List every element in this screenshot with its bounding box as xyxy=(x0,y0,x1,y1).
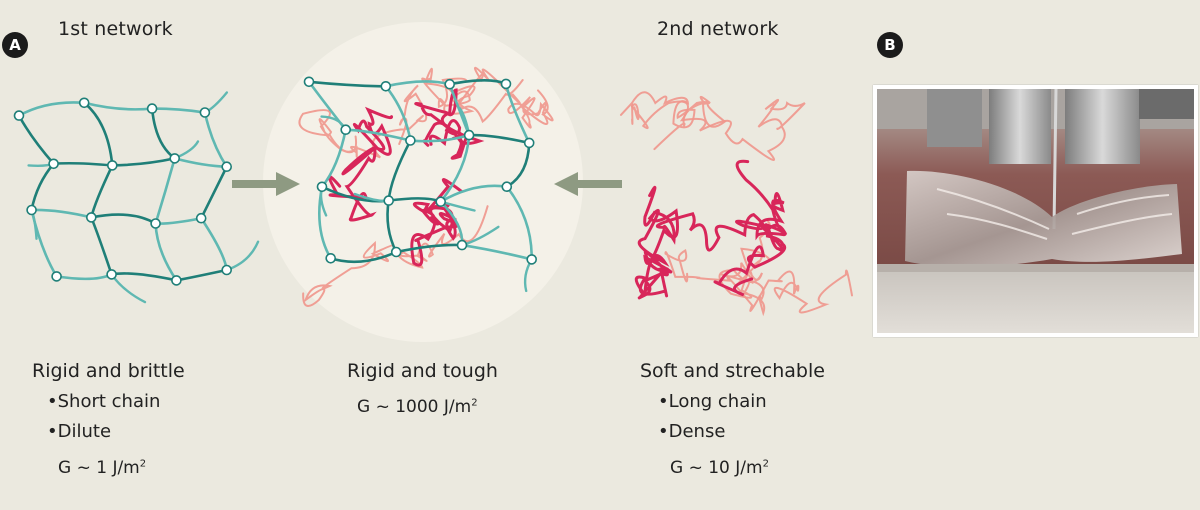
polymer-chain xyxy=(718,220,772,317)
dangling-chain xyxy=(110,273,147,304)
crosslinked-chain xyxy=(17,114,55,166)
crosslinked-chain xyxy=(110,272,178,282)
crosslink-node xyxy=(78,97,90,109)
crosslinked-chain xyxy=(154,216,203,225)
crosslinked-chain xyxy=(307,80,388,88)
polymer-chain xyxy=(456,66,554,129)
crosslinked-chain xyxy=(90,164,114,219)
crosslink-node xyxy=(500,78,512,90)
crosslinked-chain xyxy=(150,107,177,160)
crosslinked-chain xyxy=(55,273,113,281)
combined-network-circle xyxy=(263,22,583,342)
crosslink-node xyxy=(316,181,328,193)
right-toughness: G ~ 10 J/m2 xyxy=(670,458,769,478)
crosslink-node xyxy=(523,137,535,149)
crosslink-node xyxy=(221,264,232,276)
crosslinked-chain xyxy=(460,243,534,261)
crosslink-node xyxy=(107,160,118,171)
polymer-chain xyxy=(298,84,428,159)
crosslink-node xyxy=(48,158,59,170)
crosslink-node xyxy=(221,161,232,172)
center-heading: Rigid and tough xyxy=(347,360,498,382)
crosslink-node xyxy=(199,107,211,118)
crosslink-node xyxy=(383,195,395,206)
crosslink-node xyxy=(303,76,315,88)
crosslinked-chain xyxy=(154,157,177,225)
crosslinked-chain xyxy=(173,157,229,169)
polymer-chain xyxy=(619,91,727,151)
polymer-chain xyxy=(634,208,680,300)
crosslinked-chain xyxy=(439,133,471,204)
crosslinked-chain xyxy=(329,250,398,264)
crosslink-node xyxy=(463,129,475,141)
crosslink-node xyxy=(340,124,352,135)
crosslinked-chain xyxy=(30,208,93,219)
crosslinked-chain xyxy=(52,161,114,167)
polymer-chain xyxy=(630,98,806,161)
crosslinked-chain xyxy=(203,111,229,169)
hydrogel-photo-image xyxy=(877,88,1194,333)
polymer-chain xyxy=(421,67,524,124)
panel-b-badge: B xyxy=(877,32,903,58)
right-bullet-1: •Long chain xyxy=(658,391,767,412)
right-arrow xyxy=(554,172,622,196)
crosslinked-chain xyxy=(90,216,113,276)
second-network xyxy=(619,91,853,317)
crosslinked-chain xyxy=(30,162,55,212)
crosslink-node xyxy=(405,135,416,146)
crosslinked-chain xyxy=(199,216,228,272)
crosslink-node xyxy=(195,212,207,224)
crosslink-node xyxy=(13,110,25,121)
crosslinked-chain xyxy=(82,101,154,111)
network-diagram xyxy=(13,22,853,342)
left-heading: Rigid and brittle xyxy=(32,360,185,382)
crosslink-node xyxy=(171,275,182,286)
crosslink-node xyxy=(150,218,161,229)
dangling-chain xyxy=(225,240,260,272)
crosslinked-chain xyxy=(82,101,114,167)
left-bullet-1: •Short chain xyxy=(47,391,161,412)
left-bullet-2: •Dilute xyxy=(47,421,112,442)
crosslink-node xyxy=(325,252,337,264)
crosslinked-chain xyxy=(505,185,534,261)
crosslink-node xyxy=(444,78,456,90)
crosslinked-chain xyxy=(175,268,228,282)
crosslink-node xyxy=(169,153,180,164)
crosslinked-chain xyxy=(154,222,178,282)
crosslink-node xyxy=(526,254,538,265)
right-bullet-2: •Dense xyxy=(658,421,726,442)
crosslinked-chain xyxy=(199,165,229,220)
crosslinked-chain xyxy=(150,107,207,114)
panel-a-badge: A xyxy=(2,32,28,58)
crosslink-node xyxy=(106,269,117,280)
crosslink-node xyxy=(51,271,62,282)
hydrogel-photo xyxy=(873,85,1198,337)
double-network xyxy=(298,66,554,307)
crosslinked-chain xyxy=(17,101,86,117)
crosslink-node xyxy=(390,246,402,258)
crosslinked-chain xyxy=(111,157,177,167)
left-arrow xyxy=(232,172,300,196)
crosslink-node xyxy=(26,204,37,216)
crosslink-node xyxy=(146,103,158,114)
crosslink-node xyxy=(456,239,468,251)
first-network-title: 1st network xyxy=(58,18,173,40)
first-network xyxy=(13,91,260,304)
center-toughness: G ~ 1000 J/m2 xyxy=(357,397,478,417)
second-network-title: 2nd network xyxy=(657,18,779,40)
left-toughness: G ~ 1 J/m2 xyxy=(58,458,147,478)
crosslink-node xyxy=(435,196,447,207)
crosslinked-chain xyxy=(90,213,157,225)
crosslink-node xyxy=(86,212,97,223)
crosslink-node xyxy=(380,81,392,92)
polymer-chain xyxy=(643,159,788,252)
right-heading: Soft and strechable xyxy=(640,360,825,382)
polymer-chain xyxy=(664,249,853,314)
crosslink-node xyxy=(501,181,513,192)
crosslinked-chain xyxy=(439,184,509,204)
